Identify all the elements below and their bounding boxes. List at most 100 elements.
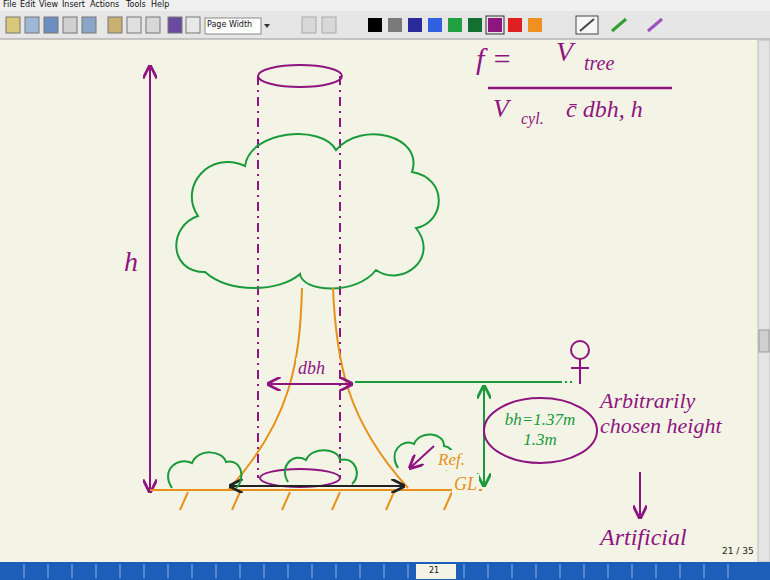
cell-divider — [632, 564, 633, 578]
formula-subscript: tree — [584, 52, 614, 75]
tree-crown — [176, 134, 438, 288]
cell-divider — [384, 564, 385, 578]
cell-divider — [192, 564, 193, 578]
menu-item: Insert — [62, 0, 85, 9]
color-swatch — [488, 18, 502, 32]
cell-divider — [336, 564, 337, 578]
breast-height-circle: bh=1.37m1.3m — [482, 396, 599, 465]
toolbar — [0, 11, 770, 39]
tool-icon — [127, 17, 141, 33]
note: Arbitrarily chosen height — [600, 388, 725, 439]
cylinder-side — [257, 76, 259, 478]
dbh-arrow — [268, 383, 352, 385]
page-bar-cells — [24, 564, 728, 578]
hatch — [180, 492, 188, 510]
selected-swatch-frame — [486, 16, 504, 34]
color-swatch — [368, 18, 382, 32]
page-bar — [0, 562, 770, 580]
color-swatch — [428, 18, 442, 32]
menu-item: Tools — [126, 0, 146, 9]
height-arrow — [149, 66, 151, 492]
page-number: 21 — [429, 566, 439, 575]
cell-divider — [704, 564, 705, 578]
formula-symbol: V — [493, 94, 509, 124]
cell-divider — [408, 564, 409, 578]
color-swatch — [468, 18, 482, 32]
ground-line — [150, 489, 482, 491]
zoom-dropdown — [205, 18, 261, 34]
toolbar-border — [0, 39, 770, 40]
color-swatch — [388, 18, 402, 32]
ground-level-label: GL — [452, 474, 479, 495]
cell-divider — [24, 564, 25, 578]
cell-divider — [728, 564, 729, 578]
person-arms — [571, 367, 589, 369]
cell-divider — [48, 564, 49, 578]
cell-divider — [144, 564, 145, 578]
tool-icon — [322, 17, 336, 33]
cell-divider — [288, 564, 289, 578]
cell-divider — [680, 564, 681, 578]
shrub — [285, 450, 357, 484]
cell-divider — [488, 564, 489, 578]
ellipse-shape — [484, 398, 597, 463]
hatch — [282, 492, 290, 510]
person-head — [571, 341, 589, 359]
breast-height-line — [560, 381, 574, 383]
pen-icon — [580, 19, 594, 31]
reference-label: Ref. — [436, 450, 467, 470]
note: Artificial — [600, 524, 687, 552]
scroll-thumb — [759, 330, 769, 352]
tool-icon — [108, 17, 122, 33]
color-swatch — [408, 18, 422, 32]
cell-divider — [72, 564, 73, 578]
cell-divider — [560, 564, 561, 578]
tool-icon — [186, 17, 200, 33]
tool-icon — [25, 17, 39, 33]
cell-divider — [512, 564, 513, 578]
toolbar-icons — [6, 16, 662, 34]
color-swatch — [528, 18, 542, 32]
zoom-setting: Page Width — [207, 20, 252, 29]
color-swatch — [508, 18, 522, 32]
dropdown-caret — [264, 24, 270, 28]
menu-item: Help — [151, 0, 169, 9]
cell-divider — [168, 564, 169, 578]
current-page-cell — [416, 564, 456, 579]
menu-item: View — [39, 0, 58, 9]
formula-condition: c̄ dbh, h — [566, 96, 643, 124]
implies-arrow — [639, 472, 641, 518]
cell-divider — [312, 564, 313, 578]
hatch — [444, 492, 452, 510]
cell-divider — [464, 564, 465, 578]
menu-item: File — [3, 0, 16, 9]
cell-divider — [536, 564, 537, 578]
menu-bar — [0, 0, 770, 11]
cylinder-base — [260, 469, 340, 487]
hatch — [332, 492, 340, 510]
breast-height-line — [355, 381, 560, 383]
cell-divider — [264, 564, 265, 578]
fraction-bar — [488, 87, 672, 90]
formula-symbol: V — [556, 36, 573, 68]
tool-icon — [44, 17, 58, 33]
tool-icon — [63, 17, 77, 33]
cylinder-top — [258, 65, 342, 87]
trunk-outline — [333, 288, 408, 488]
hatch — [232, 492, 240, 510]
base-width-arrow — [230, 485, 404, 487]
hatch — [386, 492, 394, 510]
page-counter: 21 / 35 — [722, 546, 754, 556]
measurement-text: bh=1.37m — [505, 410, 576, 430]
ground-hatching — [180, 492, 452, 510]
scrollbar — [758, 40, 770, 562]
cell-divider — [120, 564, 121, 578]
cell-divider — [584, 564, 585, 578]
tool-icon — [82, 17, 96, 33]
cell-divider — [360, 564, 361, 578]
tool-icon — [146, 17, 160, 33]
tool-icon — [168, 17, 182, 33]
pen-tool — [576, 16, 598, 34]
